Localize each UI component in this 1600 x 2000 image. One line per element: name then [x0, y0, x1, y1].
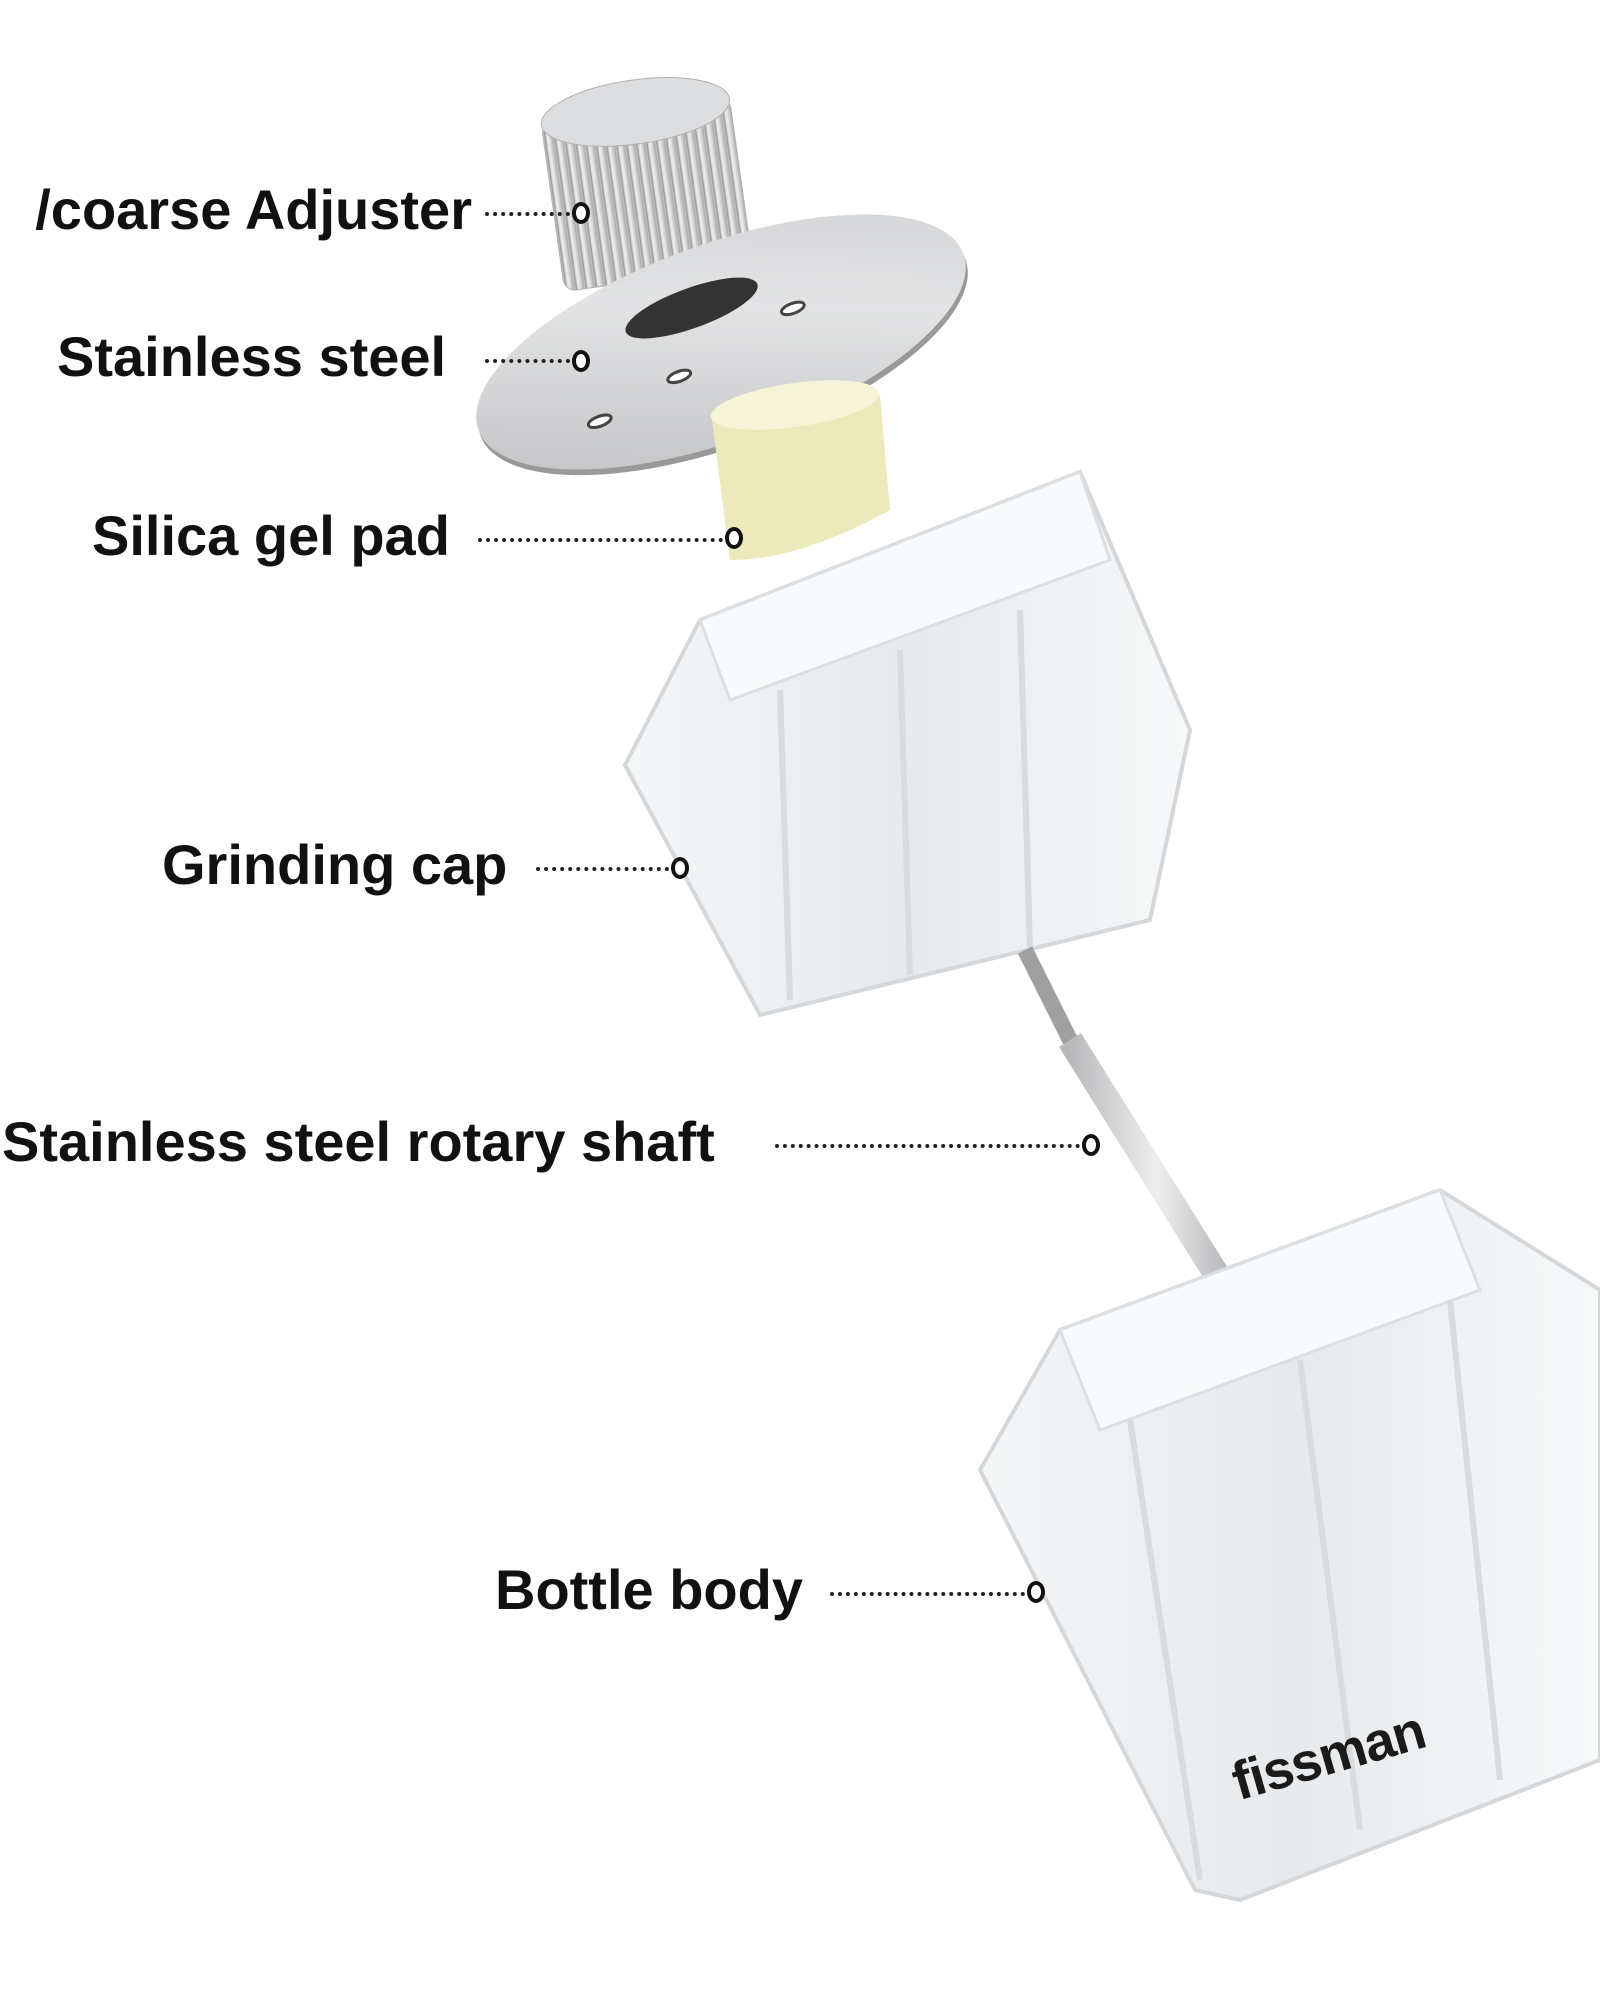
label-rotary-shaft: Stainless steel rotary shaft — [2, 1110, 715, 1173]
silica-gel-pad — [710, 380, 890, 560]
rotary-shaft — [1017, 946, 1257, 1327]
bottle-body — [977, 1187, 1600, 1903]
label-grinding-cap: Grinding cap — [162, 833, 508, 896]
leader-line — [485, 359, 570, 363]
leader-line — [536, 867, 669, 871]
grinding-cap — [622, 469, 1193, 1018]
leader-line — [478, 538, 723, 542]
callout-dot — [671, 857, 689, 879]
adjuster-knob — [540, 77, 752, 291]
label-bottle-body: Bottle body — [495, 1558, 803, 1621]
leader-line — [775, 1144, 1080, 1148]
callout-dot — [1082, 1134, 1100, 1156]
callout-dot — [572, 350, 590, 372]
label-silica-gel-pad: Silica gel pad — [92, 504, 450, 567]
label-adjuster: /coarse Adjuster — [35, 178, 472, 241]
leader-line — [830, 1592, 1025, 1596]
stainless-steel-disc — [476, 214, 968, 476]
callout-dot — [572, 202, 590, 224]
leader-line — [485, 212, 570, 216]
label-stainless-steel-disc: Stainless steel — [57, 325, 447, 388]
callout-dot — [725, 527, 743, 549]
callout-dot — [1027, 1581, 1045, 1603]
